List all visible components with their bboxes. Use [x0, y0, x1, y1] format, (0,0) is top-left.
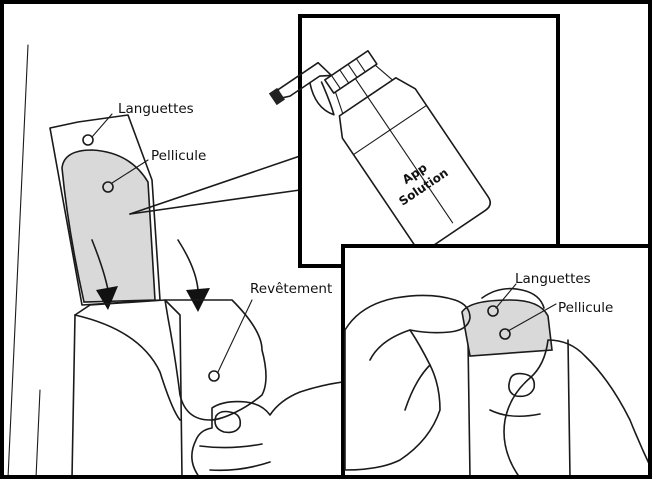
leader-liner [218, 300, 252, 372]
nozzle [269, 88, 285, 105]
pointer-line-bottom [130, 190, 300, 214]
leader-tabs [92, 114, 112, 137]
hand-inset: Languettes Pellicule [343, 246, 652, 479]
spray-bottle-inset: App Solution [269, 16, 558, 274]
left-edge-line [8, 45, 28, 478]
hand-inset-bg [343, 246, 652, 479]
device-left-side [72, 315, 75, 478]
left-edge-line-2 [36, 390, 40, 478]
liner-hole [209, 371, 219, 381]
inset-label-film: Pellicule [558, 300, 613, 316]
device-curve [75, 315, 180, 420]
hand-finger-line-2 [210, 462, 270, 470]
arrow-right-shaft [178, 240, 198, 290]
tab-hole [83, 135, 93, 145]
label-liner: Revêtement [250, 281, 332, 297]
bottle-inset-bg [300, 16, 558, 266]
inset-film [462, 300, 552, 356]
label-film: Pellicule [151, 148, 206, 164]
inset-label-tabs: Languettes [515, 271, 591, 287]
pointer-line-top [130, 156, 300, 214]
label-tabs: Languettes [118, 101, 194, 117]
film-sheet [62, 150, 155, 302]
hand-thumbnail [215, 412, 240, 433]
hand-finger-line [200, 444, 262, 448]
